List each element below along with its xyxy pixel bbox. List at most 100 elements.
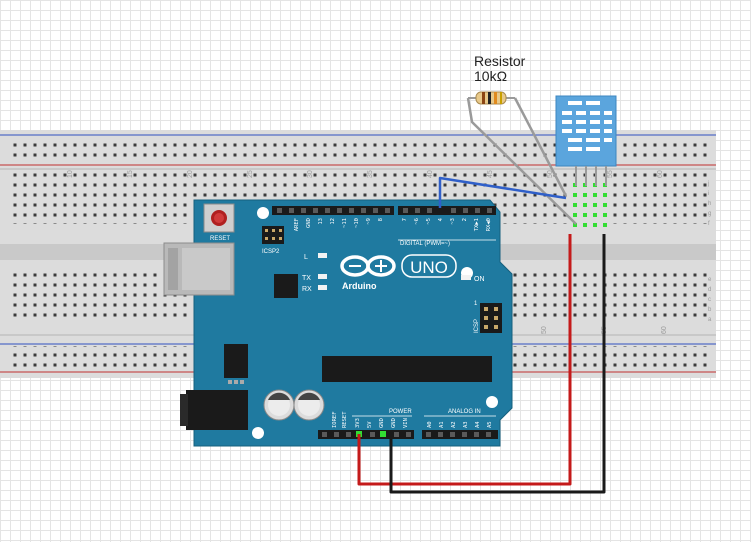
row-letter: j [707, 181, 709, 187]
pin-label: A0 [427, 421, 433, 428]
col-num: 50 [541, 326, 548, 334]
model-name: UNO [410, 258, 448, 277]
led-rx-label: RX [302, 286, 312, 293]
digital-header-right [398, 206, 496, 215]
wires [357, 97, 606, 494]
capacitors [263, 389, 325, 421]
icsp-pin1: 1 [474, 301, 478, 307]
pin-label: RESET [342, 411, 348, 428]
analog-header [422, 430, 498, 439]
uno-badge [401, 254, 457, 278]
pin-label: 4 [438, 217, 444, 221]
col-num: 30 [307, 170, 314, 178]
col-num: 15 [127, 170, 134, 178]
resistor-value-label: 10kΩ [474, 68, 507, 84]
usb-chip [274, 274, 298, 298]
pin-label: IOREF [332, 411, 338, 428]
column-numbers-top: 10 15 20 25 30 35 40 45 50 55 60 [67, 170, 664, 178]
pin-label: 3V3 [355, 418, 361, 428]
pin-label: GND [306, 218, 312, 228]
usb-connector [163, 242, 235, 296]
led-tx [318, 274, 327, 279]
row-letter: e [708, 277, 712, 283]
pin-label: ~9 [366, 218, 372, 225]
pin-label: ~11 [342, 218, 348, 228]
col-num: 55 [607, 170, 614, 178]
pin-label: GND [379, 418, 385, 428]
resistor-wire-right[interactable] [513, 97, 568, 197]
resistor-wire-left[interactable] [466, 97, 577, 225]
icsp2-header [262, 226, 284, 244]
col-num: 50 [547, 170, 554, 178]
onboard-leds: L TX RX ON [302, 253, 485, 293]
mounting-hole [486, 396, 498, 408]
pin-label: A3 [463, 421, 469, 428]
resistor [468, 91, 515, 105]
power-pin-labels: IOREF RESET 3V3 5V GND GND VIN [332, 411, 409, 428]
mounting-hole [252, 427, 264, 439]
mounting-hole [257, 207, 269, 219]
led-on [461, 275, 471, 280]
row-letter: i [708, 191, 709, 197]
col-num: 60 [661, 326, 668, 334]
pin-label: 13 [318, 218, 324, 225]
pin-label: GND [391, 418, 397, 428]
row-letter: h [708, 201, 711, 207]
led-tx-label: TX [302, 275, 311, 282]
pin-label: 2 [462, 218, 468, 221]
dht-sensor [555, 95, 617, 186]
pin-label: VIN [403, 418, 409, 428]
digital-header-left [272, 206, 394, 215]
led-l [318, 253, 327, 258]
led-rx [318, 285, 327, 290]
row-letter: a [708, 317, 712, 323]
dc-power-jack [180, 390, 248, 430]
reset-label: RESET [210, 236, 230, 242]
row-letters: j i h g f e d c b a [707, 181, 712, 323]
col-num: 60 [657, 170, 664, 178]
pin-label: RX◀0 [486, 218, 492, 231]
col-num: 40 [427, 170, 434, 178]
pin-label: 8 [378, 218, 384, 221]
icsp2-label: ICSP2 [262, 249, 280, 255]
col-num: 35 [367, 170, 374, 178]
resistor-name-label: Resistor [474, 53, 526, 69]
power-label: POWER [389, 409, 412, 415]
row-letter: d [708, 287, 711, 293]
row-letter: g [708, 211, 711, 217]
pin-label: ~6 [414, 218, 420, 225]
reset-button[interactable] [203, 203, 235, 233]
pin-label: AREF [294, 218, 300, 231]
pin-label: 7 [402, 218, 408, 221]
col-num: 10 [67, 170, 74, 178]
pin-label: A2 [451, 421, 457, 428]
icsp-label: ICSP [474, 319, 480, 333]
col-num: 25 [247, 170, 254, 178]
brand-name: Arduino [342, 281, 377, 291]
row-letter: b [708, 307, 712, 313]
col-num: 45 [487, 170, 494, 178]
led-on-label: ON [474, 276, 485, 283]
pin-label: A1 [439, 421, 445, 428]
col-num: 20 [187, 170, 194, 178]
analog-label: ANALOG IN [448, 409, 481, 415]
pin-label: ~3 [450, 218, 456, 225]
voltage-regulator [224, 344, 248, 384]
pin-label: TX▶1 [474, 218, 480, 231]
pin-label: 5V [367, 421, 373, 428]
data-wire-blue[interactable] [438, 176, 567, 208]
sensor-pins [575, 166, 607, 186]
power-wire-red[interactable] [357, 234, 572, 486]
atmega-chip [322, 356, 492, 382]
digital-label: DIGITAL (PWM=~) [400, 241, 450, 247]
ground-wire-black[interactable] [389, 234, 606, 494]
power-header [318, 430, 414, 439]
led-l-label: L [304, 254, 308, 261]
arduino-logo [340, 255, 396, 277]
row-letter: f [708, 221, 710, 227]
row-letter: c [708, 297, 711, 303]
arduino-uno-board: RESET ICSP2 AREF GND 13 12 ~11 ~10 ~9 8 … [163, 199, 513, 447]
digital-pin-labels: AREF GND 13 12 ~11 ~10 ~9 8 7 ~6 ~5 4 ~3… [294, 217, 492, 231]
pin-label: A5 [487, 421, 493, 428]
